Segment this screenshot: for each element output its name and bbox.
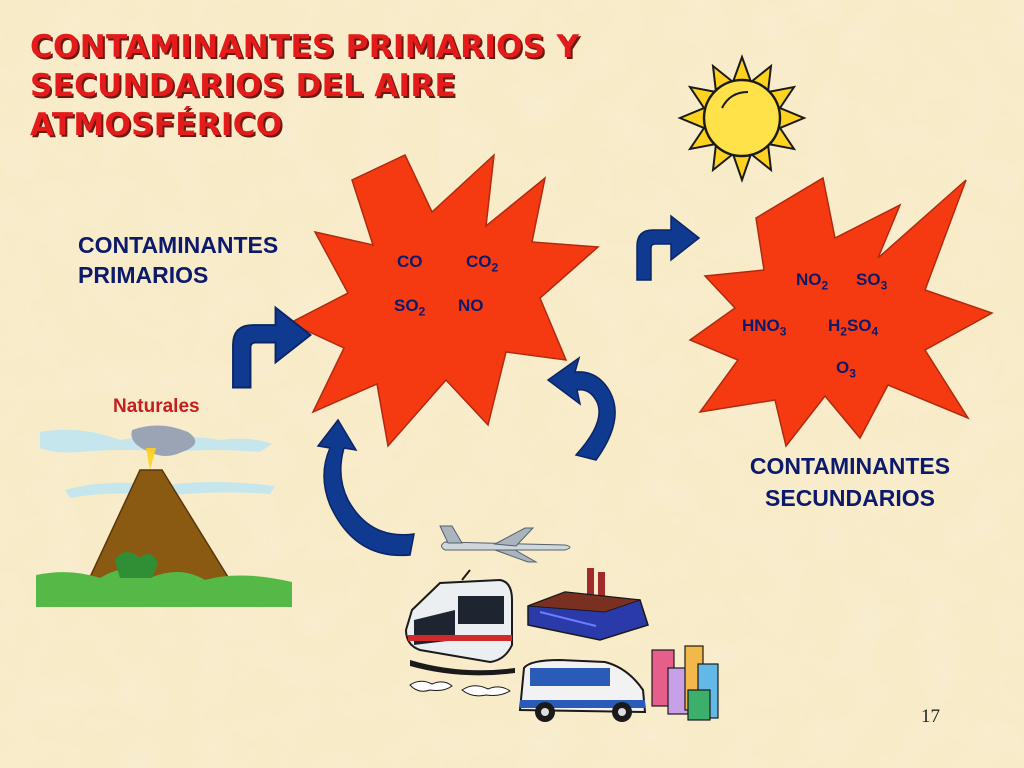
airplane-icon (439, 525, 571, 563)
pollutant-h2so4: H2SO4 (828, 316, 879, 339)
page-number: 17 (921, 706, 940, 727)
buildings-icon (651, 645, 719, 721)
volcano-icon (36, 425, 292, 607)
pollutant-so2: SO2 (394, 296, 426, 319)
primary-pollutants-label: CONTAMINANTES PRIMARIOS (78, 232, 279, 288)
pollutant-o3: O3 (836, 358, 856, 381)
arrow-icon-secondary-to-primary (546, 356, 616, 461)
pollutant-no: NO (458, 296, 484, 315)
pollutant-hno3: HNO3 (742, 316, 787, 339)
pollutant-no2: NO2 (796, 270, 829, 293)
secondary-pollutants-label: CONTAMINANTES SECUNDARIOS (749, 453, 951, 511)
secondary-pollutants-burst (688, 176, 994, 448)
slide-title-line-2: SECUNDARIOS DEL AIRE (30, 68, 456, 104)
pollutant-co2: CO2 (466, 252, 499, 275)
pollutant-co: CO (397, 252, 423, 271)
factory-icon (527, 568, 649, 641)
slide-title-line-1: CONTAMINANTES PRIMARIOS Y (30, 29, 580, 65)
natural-sources-label: Naturales (113, 396, 200, 417)
pollutant-so3: SO3 (856, 270, 888, 293)
sun-icon (677, 54, 807, 184)
primary-pollutants-burst (288, 153, 600, 448)
arrow-icon-primary-to-secondary (635, 214, 701, 282)
arrow-icon-anthropic-to-primary (316, 418, 415, 557)
van-icon (409, 658, 647, 722)
slide-title: CONTAMINANTES PRIMARIOS Y SECUNDARIOS DE… (30, 28, 630, 145)
slide-title-line-3: ATMOSFÉRICO (30, 107, 283, 143)
train-icon (404, 569, 515, 676)
